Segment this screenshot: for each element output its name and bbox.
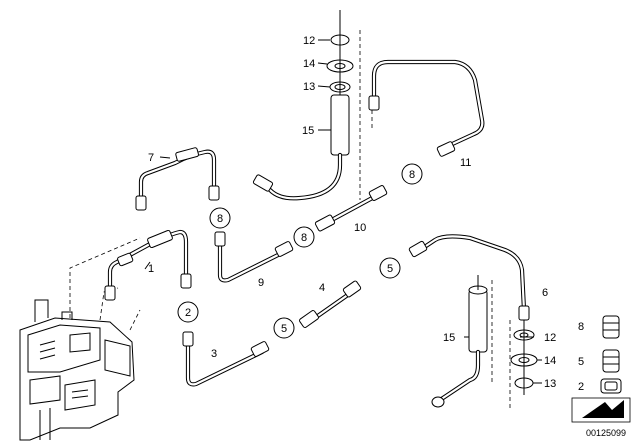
- brake-hose-4: [299, 280, 362, 328]
- svg-text:5: 5: [281, 323, 287, 335]
- drawing-number: 00125099: [586, 428, 626, 438]
- callout-12-right: 12: [544, 332, 556, 344]
- circled-callout-8-b: 8: [293, 226, 315, 248]
- callout-14-top: 14: [303, 58, 315, 70]
- svg-text:8: 8: [409, 169, 415, 181]
- circled-callout-5-b: 5: [379, 257, 401, 279]
- svg-text:2: 2: [185, 307, 191, 319]
- callout-14-right: 14: [544, 355, 556, 367]
- callout-1: 1: [148, 263, 154, 275]
- callout-13-right: 13: [544, 378, 556, 390]
- svg-text:5: 5: [387, 263, 393, 275]
- callout-11: 11: [460, 157, 471, 169]
- circled-callout-8-c: 8: [401, 163, 423, 185]
- callout-10: 10: [354, 222, 366, 234]
- brake-line-11: [368, 59, 485, 157]
- callout-6: 6: [542, 287, 548, 299]
- svg-text:8: 8: [301, 232, 307, 244]
- damper-line-15-bottom: [431, 275, 493, 408]
- legend-label-2: 2: [578, 381, 584, 393]
- callout-15-bottom: 15: [443, 332, 455, 344]
- callout-4: 4: [319, 282, 325, 294]
- legend-label-8: 8: [578, 321, 584, 333]
- brake-line-3: [182, 331, 270, 387]
- callout-3: 3: [211, 348, 217, 360]
- orientation-arrow-icon: [571, 397, 631, 423]
- callout-13-top: 13: [303, 81, 315, 93]
- circled-callout-5-a: 5: [273, 317, 295, 339]
- abs-unit: [19, 237, 141, 441]
- legend-parts: [600, 315, 622, 394]
- callout-7: 7: [148, 152, 154, 164]
- legend-label-5: 5: [578, 356, 584, 368]
- callout-9: 9: [258, 277, 264, 289]
- svg-text:8: 8: [217, 213, 223, 225]
- circled-callout-2: 2: [177, 301, 199, 323]
- brake-line-7: [135, 147, 220, 211]
- callout-15-top: 15: [302, 125, 314, 137]
- damper-line-15-top: [252, 10, 361, 201]
- circled-callout-8-a: 8: [209, 207, 231, 229]
- leader-lines: [144, 39, 542, 384]
- brake-line-6: [408, 234, 538, 408]
- brake-hose-10: [314, 185, 388, 232]
- callout-12-top: 12: [303, 35, 315, 47]
- brake-line-1: [104, 229, 192, 301]
- brake-line-9: [214, 231, 294, 283]
